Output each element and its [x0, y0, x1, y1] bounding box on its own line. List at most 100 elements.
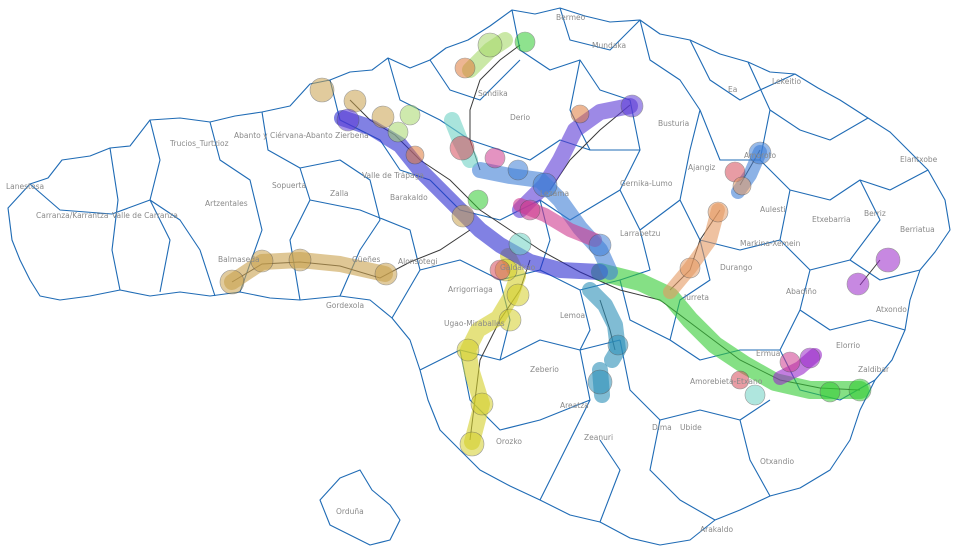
boundary-line: [149, 119, 171, 293]
place-label: Ubide: [680, 423, 702, 432]
place-label: Areatza: [560, 401, 589, 410]
stop-marker[interactable]: [456, 338, 480, 362]
place-label: Orduña: [336, 507, 364, 516]
stop-marker[interactable]: [819, 381, 841, 403]
boundary-line: [109, 147, 121, 291]
stop-marker[interactable]: [848, 378, 872, 402]
stop-marker[interactable]: [484, 147, 506, 169]
boundary-line: [559, 7, 641, 51]
stop-markers: [219, 31, 901, 457]
boundary-line: [429, 59, 521, 101]
boundary-line: [649, 419, 716, 521]
boundary-line: [309, 199, 421, 319]
place-label: Orozko: [496, 437, 522, 446]
boundary-line: [387, 57, 501, 151]
place-label: Zeanuri: [584, 433, 613, 442]
stop-marker[interactable]: [732, 176, 752, 196]
stop-marker[interactable]: [730, 370, 750, 390]
stop-marker[interactable]: [519, 199, 541, 221]
place-label: Abanto y Ciérvana-Abanto Zierbena: [234, 131, 369, 140]
stop-marker[interactable]: [374, 262, 398, 286]
stop-marker[interactable]: [506, 283, 530, 307]
place-label: Ugao-Miraballes: [444, 319, 505, 328]
boundary-line: [459, 349, 591, 431]
stop-marker[interactable]: [607, 334, 629, 356]
place-label: Derio: [510, 113, 531, 122]
stop-marker[interactable]: [336, 108, 360, 132]
stop-marker[interactable]: [532, 172, 558, 198]
place-label: Aulesti: [760, 205, 786, 214]
place-label: Sopuerta: [272, 181, 306, 190]
place-label: Güeñes: [352, 255, 381, 264]
place-label: Arrigorriaga: [448, 285, 493, 294]
place-label: Otxandio: [760, 457, 794, 466]
stop-marker[interactable]: [467, 189, 489, 211]
place-label: Mundaka: [592, 41, 626, 50]
place-label: Lekeitio: [772, 77, 801, 86]
boundary-line: [599, 439, 621, 523]
stop-marker[interactable]: [309, 77, 335, 103]
stop-marker[interactable]: [799, 347, 821, 369]
place-label: Bermeo: [556, 13, 586, 22]
stop-marker[interactable]: [399, 104, 421, 126]
stop-marker[interactable]: [454, 57, 476, 79]
stop-marker[interactable]: [459, 431, 485, 457]
boundary-line: [619, 339, 771, 421]
place-label: Lanestosa: [6, 182, 44, 191]
stop-marker[interactable]: [489, 259, 511, 281]
stop-marker[interactable]: [875, 247, 901, 273]
stop-marker[interactable]: [748, 141, 772, 165]
stop-marker[interactable]: [288, 248, 312, 272]
stop-marker[interactable]: [779, 351, 801, 373]
boundary-line: [419, 339, 621, 371]
stop-marker[interactable]: [498, 308, 522, 332]
stop-marker[interactable]: [587, 369, 613, 395]
place-label: Abadiño: [786, 287, 817, 296]
stop-marker[interactable]: [514, 31, 536, 53]
stop-marker[interactable]: [387, 121, 409, 143]
boundary-line: [739, 419, 771, 497]
boundary-line: [689, 39, 796, 101]
stop-marker[interactable]: [507, 159, 529, 181]
place-label: Amorebieta-Etxano: [690, 377, 763, 386]
stop-marker[interactable]: [846, 272, 870, 296]
place-label: Etxebarria: [812, 215, 851, 224]
stop-marker[interactable]: [477, 32, 503, 58]
stop-marker[interactable]: [744, 384, 766, 406]
stop-marker[interactable]: [451, 204, 475, 228]
stop-marker[interactable]: [679, 257, 701, 279]
place-label: Berriatua: [900, 225, 935, 234]
place-label: Ea: [728, 85, 737, 94]
place-labels: Lanestosa Carranza/Karrantza Valle de Ca…: [6, 13, 938, 534]
boundary-line: [299, 159, 381, 297]
boundary-line: [209, 121, 263, 293]
stop-marker[interactable]: [371, 105, 395, 129]
route-R8: [591, 263, 869, 399]
boundary-line: [511, 9, 631, 101]
place-label: Larrabetzu: [620, 229, 661, 238]
territory-outline: [7, 7, 951, 546]
place-label: Busturia: [658, 119, 689, 128]
stop-marker[interactable]: [570, 104, 590, 124]
stop-marker[interactable]: [449, 135, 475, 161]
stop-marker[interactable]: [620, 94, 644, 118]
stop-marker[interactable]: [470, 392, 494, 416]
boundary-line: [747, 61, 869, 141]
place-label: Alonsotegi: [398, 257, 437, 266]
place-label: Elorrio: [836, 341, 861, 350]
stop-marker[interactable]: [588, 233, 612, 257]
stop-marker[interactable]: [343, 89, 367, 113]
boundary-line: [261, 111, 311, 301]
boundary-line: [539, 289, 591, 501]
stop-marker[interactable]: [707, 201, 729, 223]
stop-marker[interactable]: [219, 269, 245, 295]
stop-marker[interactable]: [250, 249, 274, 273]
stop-marker[interactable]: [508, 232, 532, 256]
stop-marker[interactable]: [405, 145, 425, 165]
boundary-line: [799, 269, 906, 331]
boundary-line: [639, 19, 701, 151]
place-label: Gernika-Lumo: [620, 179, 673, 188]
boundary-line: [699, 109, 760, 161]
place-label: Carranza/Karrantza: [36, 211, 109, 220]
